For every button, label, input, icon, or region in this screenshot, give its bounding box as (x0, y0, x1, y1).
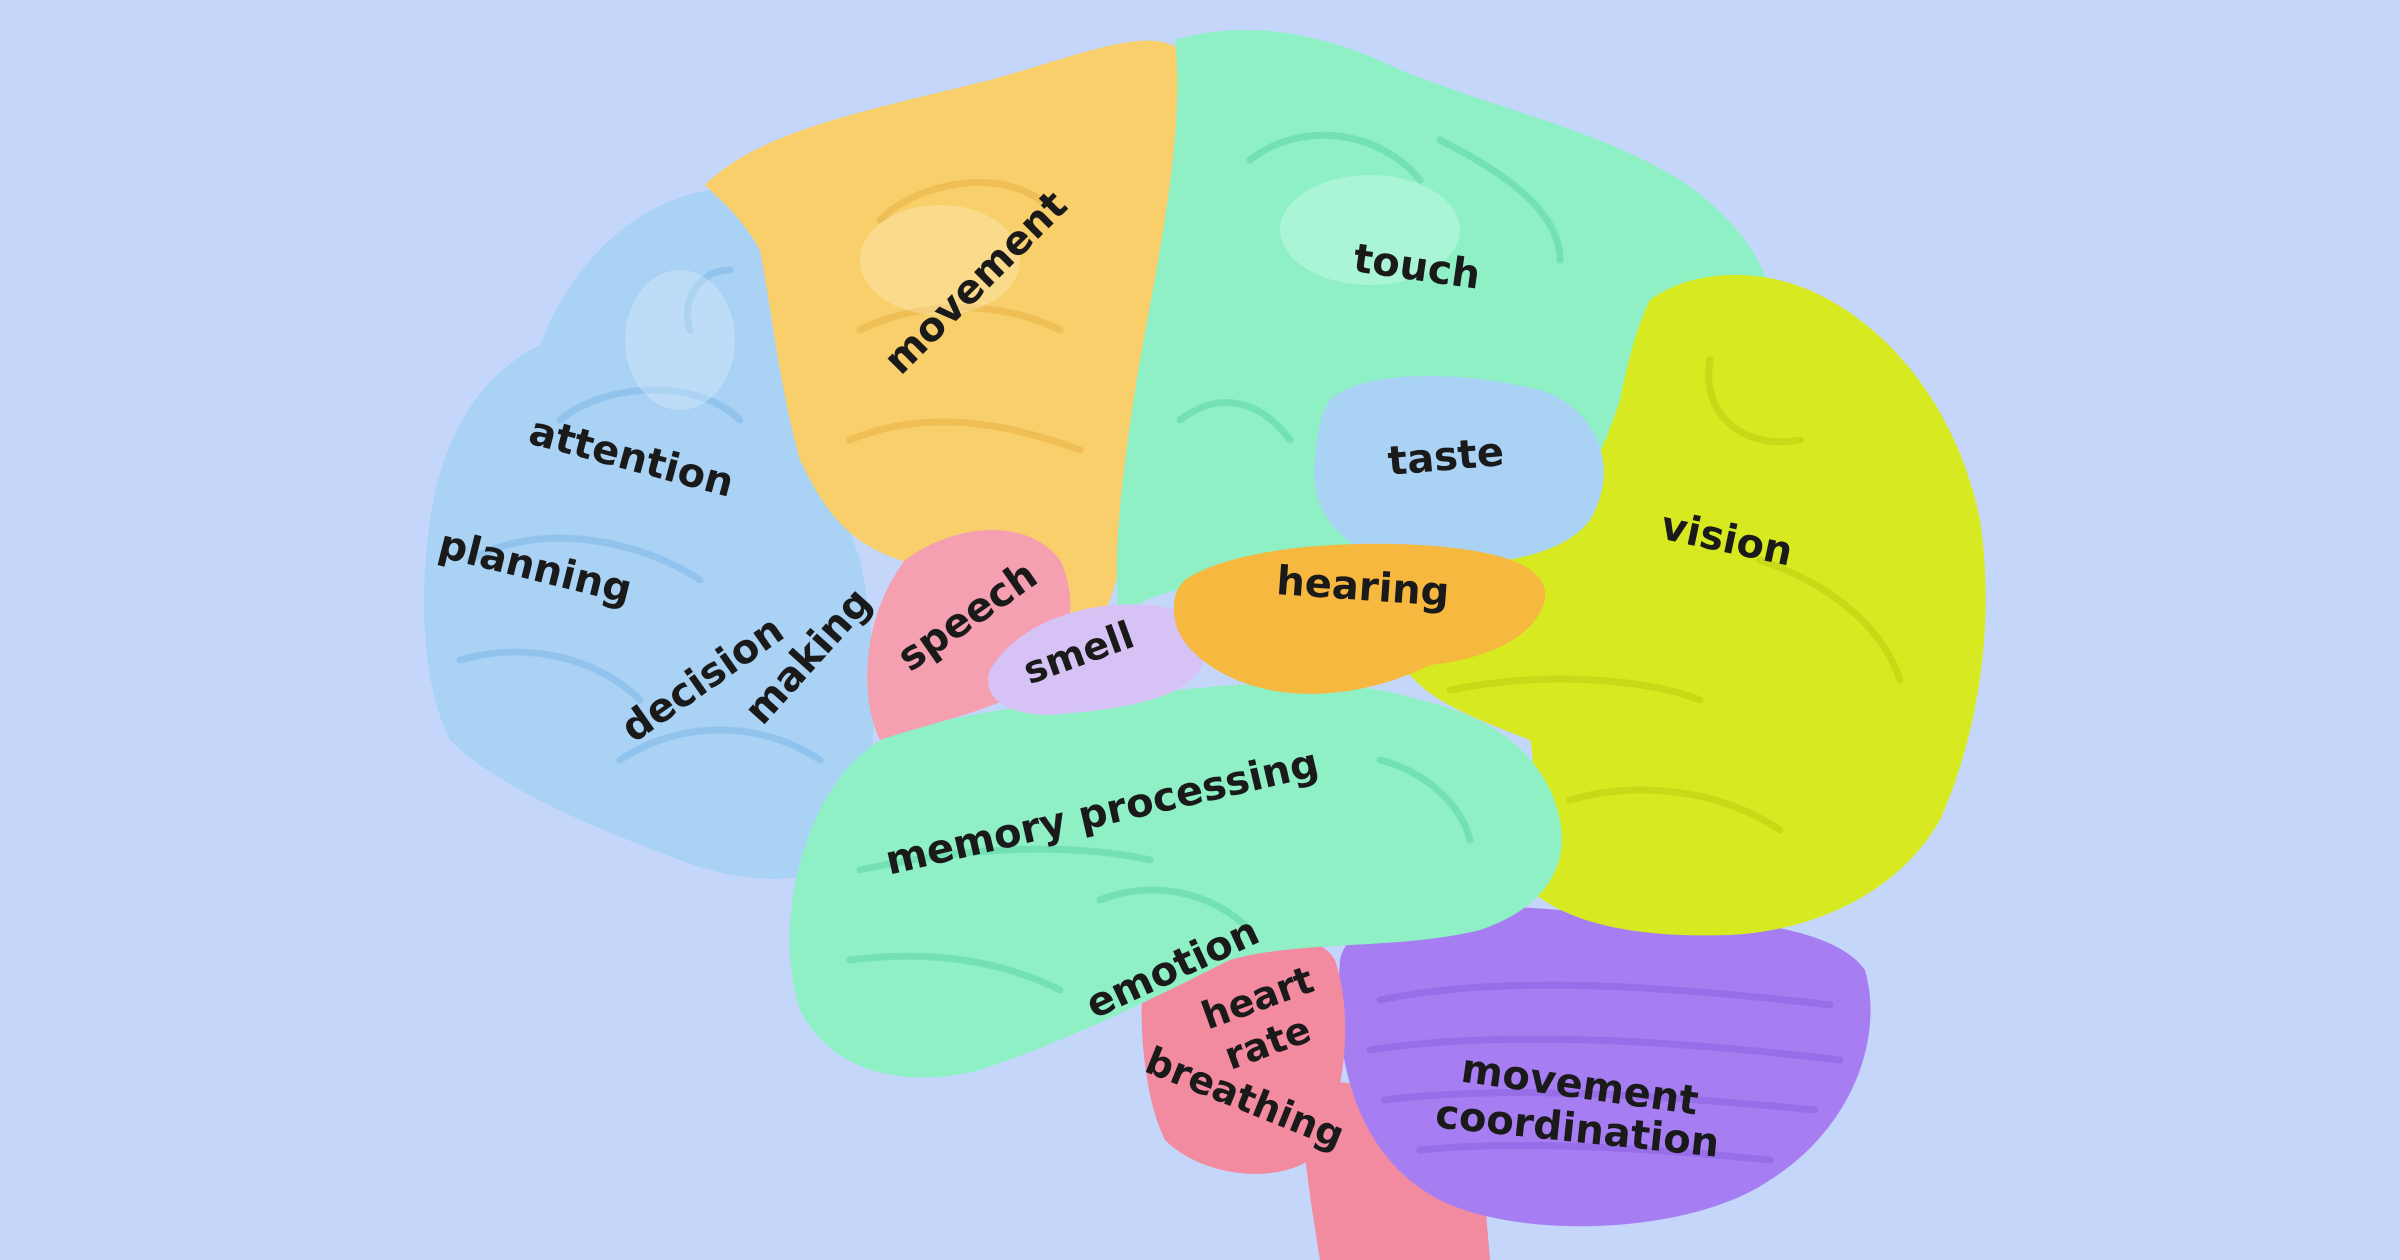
label-taste: taste (1386, 429, 1506, 485)
frontal-folds (456, 266, 824, 764)
occipital-lobe (1399, 274, 1986, 936)
occipital-folds (1446, 356, 1904, 834)
temporal-folds (846, 756, 1474, 994)
smell-area (988, 604, 1206, 715)
hearing-area (1173, 543, 1546, 694)
frontal-lobe (424, 190, 874, 879)
temporal-lobe (789, 683, 1562, 1078)
parietal-folds (1176, 131, 1564, 444)
cerebellum-folds (1366, 981, 1844, 1164)
medulla (1141, 926, 1346, 1174)
motor-cortex (705, 40, 1184, 621)
taste-area (1314, 376, 1604, 564)
motor-folds (846, 179, 1084, 454)
